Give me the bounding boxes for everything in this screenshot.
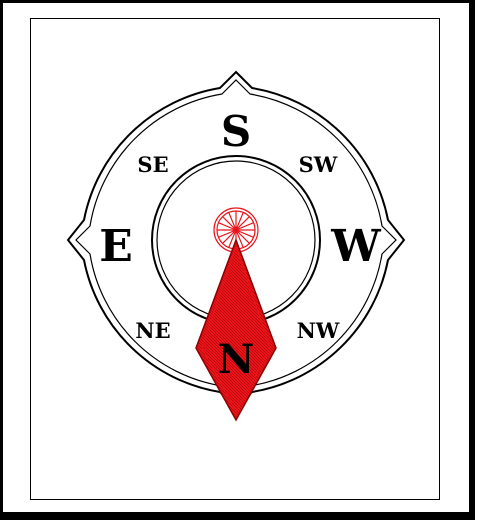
wheel-spoke <box>236 230 249 243</box>
label-s: S <box>221 107 251 156</box>
label-sw: SW <box>299 152 338 177</box>
compass-needle <box>196 240 276 420</box>
label-e: E <box>99 221 133 272</box>
label-n: N <box>218 336 255 383</box>
label-w: W <box>330 221 381 272</box>
label-se: SE <box>137 152 168 177</box>
label-nw: NW <box>297 318 340 343</box>
wheel-spoke <box>223 230 236 243</box>
wheel-spoke <box>236 217 249 230</box>
label-ne: NE <box>135 318 170 343</box>
wheel-spoke <box>223 217 236 230</box>
